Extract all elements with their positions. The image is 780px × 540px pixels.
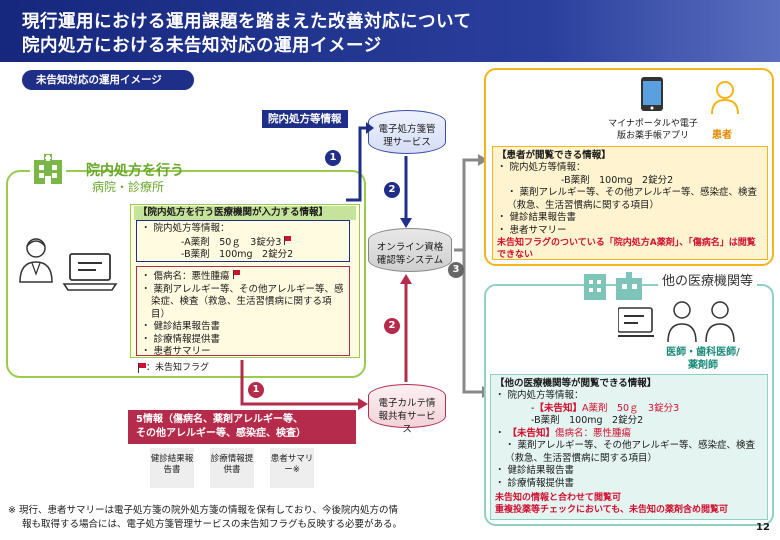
service-ekarte-label: 電子カルテ情報共有サービス bbox=[378, 398, 436, 435]
other-role: 医師・歯科医師/薬剤師 bbox=[666, 347, 740, 371]
doctor-icon bbox=[16, 236, 56, 288]
page-title-line1: 現行運用における運用課題を踏まえた改善対応について bbox=[22, 12, 472, 32]
other-item-referral: ・ 診療情報提供書 bbox=[495, 477, 575, 489]
label-5info-line2: その他アレルギー等、感染症、検査） bbox=[136, 428, 306, 439]
service-online-label: オンライン資格確認等システム bbox=[376, 242, 444, 266]
undisclosed-flag-icon bbox=[138, 362, 146, 373]
hospital-drug-b: -B薬剤 100mg 2錠分2 bbox=[181, 249, 294, 260]
service-online: オンライン資格確認等システム bbox=[368, 228, 452, 272]
hospital-clinical-box: ・ 傷病名：悪性腫瘍 ・ 薬剤アレルギー等、その他アレルギー等、感染症、検査（救… bbox=[136, 266, 350, 357]
patient-icon bbox=[710, 80, 740, 118]
patient-drug-b: -B薬剤 100mg 2錠分2 bbox=[561, 174, 674, 186]
label-innai-info: 院内処方等情報 bbox=[262, 110, 348, 128]
other-doctor-icons bbox=[616, 300, 748, 348]
hospital-prescription-box: ・ 院内処方等情報： -A薬剤 50ｇ 3錠分3 -B薬剤 100mg 2錠分2 bbox=[136, 220, 350, 262]
other-item-allergy: ・ 薬剤アレルギー等、その他アレルギー等、感染症、検査（救急、生活習慣病に関する… bbox=[505, 440, 756, 464]
hospital-input-box-title: 【院内処方を行う医療機関が入力する情報】 bbox=[134, 206, 356, 220]
laptop-icon bbox=[62, 252, 118, 296]
other-item-checkup: ・ 健診結果報告書 bbox=[495, 465, 575, 476]
other-note1: 未告知の情報と合わせて閲覧可 bbox=[495, 493, 622, 503]
patient-role: 患者 bbox=[712, 130, 732, 141]
other-drug-b: -B薬剤 100mg 2錠分2 bbox=[531, 415, 644, 426]
other-building-icon bbox=[582, 268, 646, 306]
hospital-prescription-label: ・ 院内処方等情報： bbox=[141, 223, 230, 234]
hospital-title: 院内処方を行う bbox=[86, 163, 184, 179]
patient-box-title: 【患者が閲覧できる情報】 bbox=[497, 150, 611, 161]
label-5info: 5情報（傷病名、薬剤アレルギー等、 その他アレルギー等、感染症、検査） bbox=[128, 410, 356, 444]
step-number-2-red: 2 bbox=[384, 318, 400, 334]
hospital-input-box bbox=[130, 204, 360, 358]
section-pill: 未告知対応の運用イメージ bbox=[22, 70, 194, 90]
step-number-1-blue: 1 bbox=[325, 150, 341, 166]
hospital-item-checkup: ・ 健診結果報告書 bbox=[141, 321, 221, 332]
hospital-item-referral: ・ 診療情報提供書 bbox=[141, 333, 221, 345]
step-number-1-red: 1 bbox=[248, 382, 264, 398]
hospital-subtitle: 病院・診療所 bbox=[92, 180, 165, 194]
page-number: 12 bbox=[756, 522, 770, 533]
patient-info-box: 【患者が閲覧できる情報】 ・ 院内処方等情報： -B薬剤 100mg 2錠分2 … bbox=[492, 146, 768, 260]
small-doc-checkup: 健診結果報告書 bbox=[150, 448, 194, 488]
page-title-line2: 院内処方における未告知対応の運用イメージ bbox=[22, 36, 382, 56]
page-header: 現行運用における運用課題を踏まえた改善対応について 院内処方における未告知対応の… bbox=[0, 0, 780, 62]
other-note2: 重複投薬等チェックにおいても、未告知の薬剤含め閲覧可 bbox=[495, 505, 729, 515]
other-prescription: ・ 院内処方等情報： bbox=[495, 390, 584, 401]
patient-device-label: マイナポータルや電子版お薬手帳アプリ bbox=[608, 119, 698, 141]
hospital-item-allergy: ・ 薬剤アレルギー等、その他アレルギー等、感染症、検査（救急、生活習慣病に関する… bbox=[141, 283, 344, 320]
step-number-3: 3 bbox=[448, 262, 464, 278]
footnote-line1: ※ 現行、患者サマリーは電子処方箋の院外処方箋の情報を保有しており、今後院内処方… bbox=[8, 505, 399, 516]
other-info-box: 【他の医療機関等が閲覧できる情報】 ・ 院内処方等情報： -【未告知】A薬剤 5… bbox=[490, 374, 768, 520]
footnote-line2: 報も取得する場合には、電子処方箋管理サービスの未告知フラグも反映する必要がある。 bbox=[22, 519, 403, 530]
hospital-building-icon bbox=[30, 152, 66, 186]
service-ekarte: 電子カルテ情報共有サービス bbox=[368, 384, 446, 435]
hospital-item-disease: ・ 傷病名：悪性腫瘍 bbox=[141, 270, 345, 284]
footnote: ※ 現行、患者サマリーは電子処方箋の院外処方箋の情報を保有しており、今後院内処方… bbox=[8, 504, 402, 532]
undisclosed-flag-icon bbox=[232, 270, 240, 279]
label-5info-line1: 5情報（傷病名、薬剤アレルギー等、 bbox=[136, 414, 303, 425]
hospital-drug-a: -A薬剤 50ｇ 3錠分3 bbox=[141, 235, 349, 250]
smartphone-icon bbox=[640, 76, 664, 116]
undisclosed-flag-icon bbox=[284, 235, 292, 245]
service-eps: 電子処方箋管理サービス bbox=[368, 110, 446, 154]
patient-item-summary: ・ 患者サマリー bbox=[497, 224, 567, 236]
patient-prescription: ・ 院内処方等情報： bbox=[497, 162, 586, 173]
hospital-item-summary: ・ 患者サマリー bbox=[141, 346, 211, 357]
patient-item-allergy: ・ 薬剤アレルギー等、その他アレルギー等、感染症、検査（救急、生活習慣病に関する… bbox=[507, 187, 758, 211]
small-doc-summary: 患者サマリー※ bbox=[270, 448, 314, 488]
other-title: 他の医療機関等 bbox=[658, 270, 758, 289]
other-disease: ・ 【未告知】傷病名：悪性腫瘍 bbox=[495, 427, 632, 439]
patient-note: 未告知フラグのついている「院内処方A薬剤」、「傷病名」は閲覧できない bbox=[497, 238, 756, 260]
patient-item-checkup: ・ 健診結果報告書 bbox=[497, 212, 577, 223]
small-doc-row: 健診結果報告書 診療情報提供書 患者サマリー※ bbox=[150, 448, 314, 488]
service-eps-label: 電子処方箋管理サービス bbox=[378, 124, 436, 148]
flag-legend: ：未告知フラグ bbox=[138, 360, 209, 373]
other-box-title: 【他の医療機関等が閲覧できる情報】 bbox=[495, 378, 657, 389]
step-number-2-blue: 2 bbox=[384, 182, 400, 198]
other-drug-a: -【未告知】A薬剤 50ｇ 3錠分3 bbox=[531, 402, 680, 414]
small-doc-referral: 診療情報提供書 bbox=[210, 448, 254, 488]
